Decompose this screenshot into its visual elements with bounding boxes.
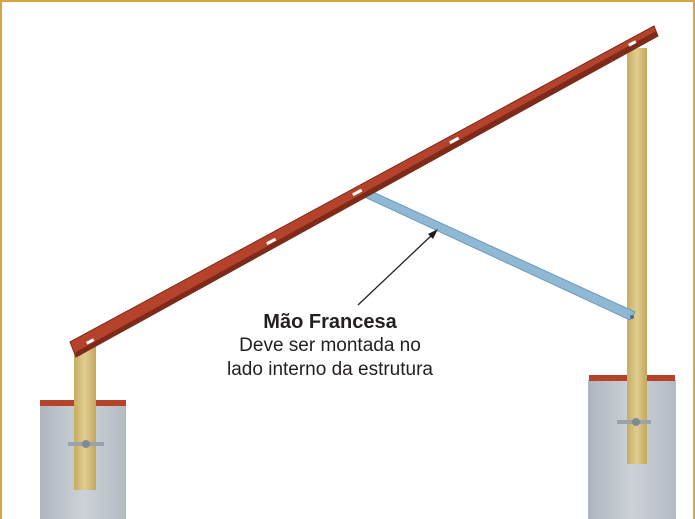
beam-slot: [266, 237, 277, 246]
bolt-icon: [82, 440, 90, 448]
beam-slot: [449, 136, 460, 145]
brace-callout: Mão Francesa Deve ser montada no lado in…: [190, 310, 470, 382]
arrow-icon: [357, 229, 438, 306]
right-post: [627, 48, 647, 464]
callout-line-2: lado interno da estrutura: [227, 359, 433, 380]
callout-line-1: Deve ser montada no: [239, 335, 421, 356]
left-post: [74, 340, 96, 490]
bolt-icon: [632, 418, 640, 426]
beam-slot: [627, 40, 637, 47]
bolt-icon: [630, 315, 634, 319]
beam-slot: [85, 338, 95, 345]
beam-slot: [352, 188, 363, 197]
callout-title: Mão Francesa: [263, 311, 397, 333]
rafter-beam-flange: [76, 31, 658, 357]
knee-brace: [355, 186, 636, 321]
